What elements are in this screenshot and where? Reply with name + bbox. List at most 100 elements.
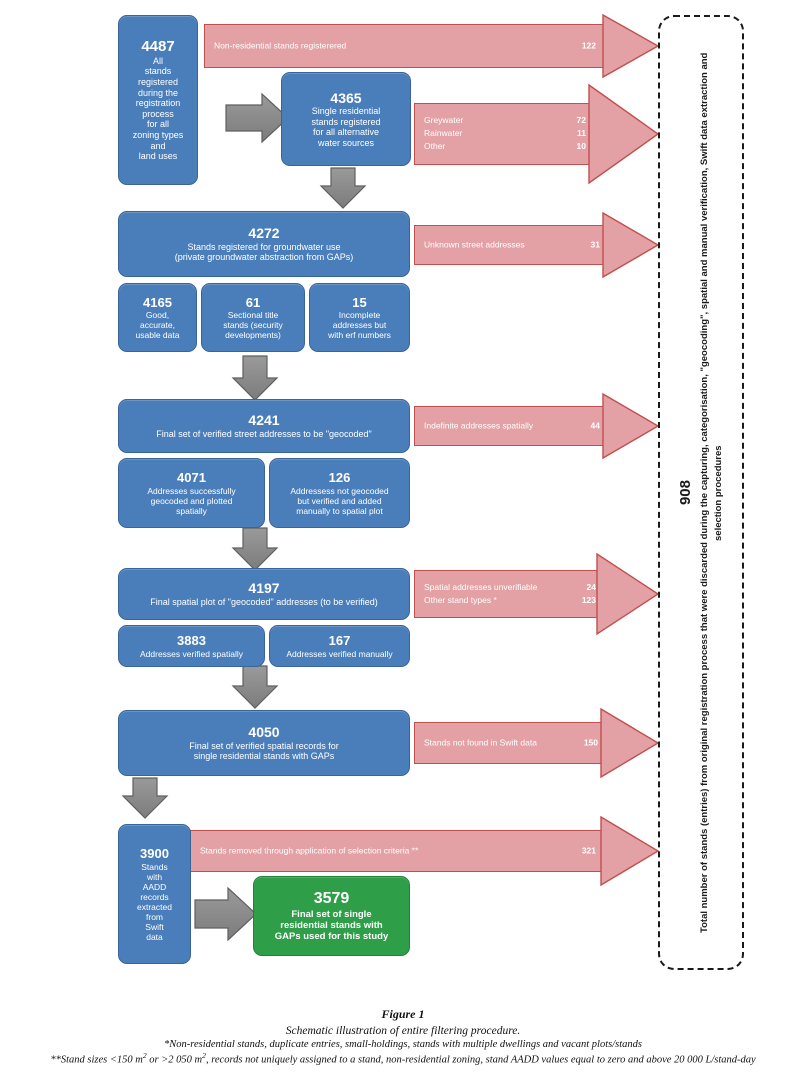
loss-arrow-rows: Stands removed through application of se… [200, 844, 596, 857]
footnote-2-part-b: or >2 050 m [146, 1054, 203, 1065]
node-number: 4272 [248, 225, 280, 242]
figure-footnote-1: *Non-residential stands, duplicate entri… [164, 1038, 642, 1050]
node-number: 167 [328, 633, 351, 649]
footnote-2-part-c: , records not uniquely assigned to a sta… [205, 1054, 756, 1065]
loss-arrow-head [588, 83, 660, 185]
node-61: 61 Sectional title stands (security deve… [201, 283, 305, 352]
node-text: Final set of verified spatial records fo… [189, 740, 339, 762]
loss-arrow-label: Unknown street addresses [424, 239, 525, 250]
flow-arrow-down-3883-to-4050 [231, 665, 279, 709]
figure-number: Figure 1 [381, 1006, 425, 1021]
flow-arrow-down-4365-to-4272 [319, 167, 367, 209]
footnote-sup-b: 2 [202, 1050, 206, 1060]
discarded-total-description: Total number of stands (entries) from or… [698, 52, 724, 933]
node-3579: 3579 Final set of single residential sta… [253, 876, 410, 956]
flow-arrow-right-3900-to-3579 [194, 886, 257, 942]
loss-arrow-shaft [204, 24, 604, 68]
loss-arrow-head [600, 707, 660, 779]
flow-arrow-right-4487-to-4365 [225, 92, 289, 144]
node-number: 4241 [248, 412, 280, 429]
loss-arrow-value: 44 [590, 420, 600, 431]
discarded-total-panel: 908 Total number of stands (entries) fro… [658, 15, 744, 970]
node-number: 15 [352, 294, 367, 310]
node-4272: 4272 Stands registered for groundwater u… [118, 211, 410, 277]
flow-arrow-down-4071-to-4197 [231, 527, 279, 571]
node-text: All stands registered during the registr… [132, 55, 184, 162]
node-4050: 4050 Final set of verified spatial recor… [118, 710, 410, 776]
node-text: Incomplete addresses but with erf number… [328, 310, 391, 341]
loss-arrow-row: Unknown street addresses 31 [424, 238, 600, 251]
loss-arrow-value: 123 [581, 595, 596, 605]
node-text: Final spatial plot of "geocoded" address… [150, 596, 378, 607]
node-126: 126 Addressess not geocoded but verified… [269, 458, 410, 528]
node-167: 167 Addresses verified manually [269, 625, 410, 667]
loss-arrow-shaft [414, 103, 590, 165]
loss-arrow-not-found-in-swift: Stands not found in Swift data 150 [414, 707, 660, 779]
loss-arrow-rows: Greywater 72 Rainwater 11 Other 10 [424, 114, 586, 154]
loss-arrow-row: Other stand types * 123 [424, 594, 596, 607]
loss-arrow-value: 150 [583, 737, 598, 748]
loss-arrow-rows: Non-residential stands registerered 122 [214, 39, 596, 52]
node-number: 61 [245, 294, 261, 310]
footnote-sup-a: 2 [142, 1050, 147, 1060]
loss-arrow-selection-criteria: Stands removed through application of se… [190, 815, 660, 887]
node-number: 4165 [143, 294, 172, 310]
loss-arrow-unverifiable: Spatial addresses unverifiable 24 Other … [414, 552, 660, 636]
loss-arrow-shaft [414, 722, 602, 764]
node-number: 3900 [140, 846, 169, 862]
loss-arrow-non-residential: Non-residential stands registerered 122 [204, 13, 660, 79]
node-number: 4071 [177, 470, 206, 486]
node-4241: 4241 Final set of verified street addres… [118, 399, 410, 453]
node-text: Addressess not geocoded but verified and… [290, 485, 389, 516]
loss-arrow-label: Indefinite addresses spatially [424, 420, 534, 431]
node-number: 3883 [177, 633, 206, 649]
loss-arrow-label: Other [424, 141, 446, 152]
loss-arrow-value: 11 [577, 128, 586, 139]
loss-arrow-shaft [414, 225, 604, 265]
node-4197: 4197 Final spatial plot of "geocoded" ad… [118, 568, 410, 620]
loss-arrow-row: Stands not found in Swift data 150 [424, 736, 598, 749]
figure-subtitle: Schematic illustration of entire filteri… [285, 1024, 521, 1037]
node-text: Addresses verified spatially [140, 648, 243, 659]
loss-arrow-indefinite-addresses: Indefinite addresses spatially 44 [414, 392, 660, 460]
flow-arrow-down-4165-to-4241 [231, 355, 279, 401]
discarded-total-content: 908 Total number of stands (entries) fro… [660, 17, 742, 968]
node-text: Stands registered for groundwater use (p… [174, 241, 354, 263]
loss-arrow-head [596, 552, 660, 636]
node-text: Final set of verified street addresses t… [156, 428, 372, 439]
loss-arrow-shaft [414, 570, 598, 618]
flow-arrow-down-4050-to-3900 [121, 777, 169, 819]
discarded-total-number: 908 [676, 479, 694, 506]
loss-arrow-label: Stands not found in Swift data [424, 737, 537, 748]
loss-arrow-row: Non-residential stands registerered 122 [214, 39, 596, 52]
loss-arrow-label: Other stand types * [424, 595, 497, 605]
loss-arrow-shaft [414, 406, 604, 446]
node-15: 15 Incomplete addresses but with erf num… [309, 283, 410, 352]
node-4165: 4165 Good, accurate, usable data [118, 283, 197, 352]
loss-arrow-value: 122 [581, 40, 596, 51]
loss-arrow-rows: Stands not found in Swift data 150 [424, 736, 598, 749]
loss-arrow-row: Rainwater 11 [424, 127, 586, 140]
node-number: 4487 [141, 38, 175, 56]
loss-arrow-value: 24 [586, 581, 596, 592]
loss-arrow-head [602, 392, 660, 460]
node-3883: 3883 Addresses verified spatially [118, 625, 265, 667]
loss-arrow-row: Spatial addresses unverifiable 24 [424, 581, 596, 594]
node-text: Good, accurate, usable data [135, 310, 180, 341]
node-text: Addresses verified manually [286, 648, 393, 659]
node-text: Single residential stands registered for… [311, 106, 381, 148]
node-4365: 4365 Single residential stands registere… [281, 72, 411, 166]
node-text: Sectional title stands (security develop… [223, 310, 283, 341]
loss-arrow-row: Other 10 [424, 141, 586, 154]
node-number: 4050 [248, 724, 280, 741]
node-number: 126 [328, 470, 351, 486]
loss-arrow-unknown-street-addresses: Unknown street addresses 31 [414, 211, 660, 279]
node-text: Final set of single residential stands w… [274, 908, 389, 943]
loss-arrow-label: Rainwater [424, 128, 463, 139]
loss-arrow-alt-water-sources: Greywater 72 Rainwater 11 Other 10 [414, 83, 660, 185]
node-text: Addresses successfully geocoded and plot… [147, 485, 236, 516]
loss-arrow-rows: Unknown street addresses 31 [424, 238, 600, 251]
loss-arrow-value: 72 [576, 115, 586, 126]
node-number: 4197 [248, 580, 280, 597]
